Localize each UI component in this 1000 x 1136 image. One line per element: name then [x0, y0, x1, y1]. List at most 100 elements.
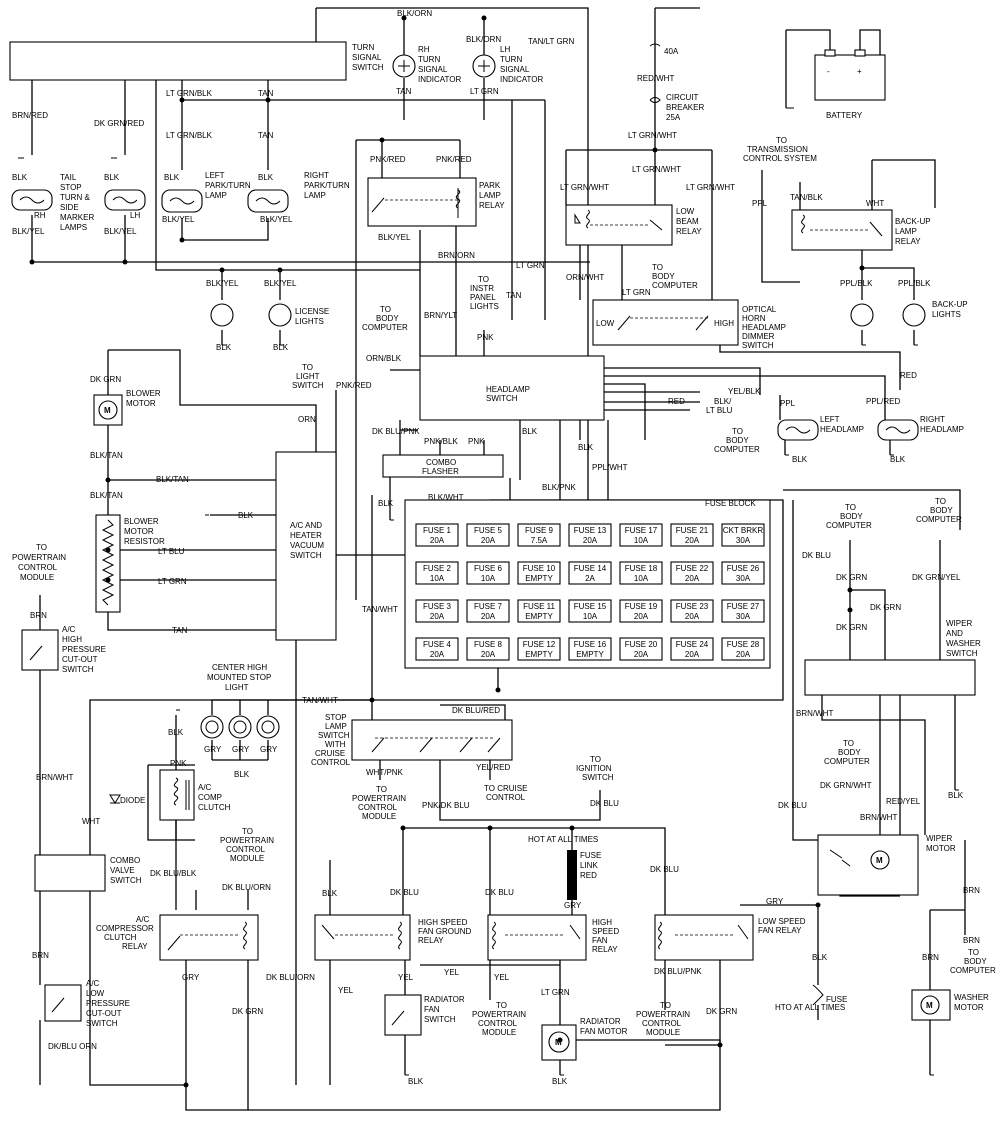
fuse-rating: 30A: [736, 536, 751, 545]
wire-label: PPL/WHT: [592, 463, 628, 472]
wire-label: LT GRN: [470, 87, 499, 96]
fuse-cell-frame: [415, 637, 459, 661]
wire-label: DK BLU/PNK: [372, 427, 420, 436]
wire-label: BRN/YLT: [424, 311, 457, 320]
license-light-2: [268, 303, 292, 327]
fuse-rating: EMPTY: [576, 650, 604, 659]
wire-label: LT GRN/WHT: [628, 131, 677, 140]
fuse-name: FUSE 12: [523, 640, 556, 649]
fuse-rating: 20A: [685, 612, 700, 621]
wire-label: BLK/ORN: [466, 35, 501, 44]
wire-label: WHT: [866, 199, 884, 208]
wire-label: RED/YEL: [886, 797, 921, 806]
wire-label: LT GRN: [541, 988, 570, 997]
wire-label: DK BLU/PNK: [654, 967, 702, 976]
wire-label: BLK: [12, 173, 28, 182]
wire-label: BLK/TAN: [90, 451, 123, 460]
fuse-rating: 20A: [430, 536, 445, 545]
wire-label: DK GRN: [836, 573, 867, 582]
wire-label: BLK: [164, 173, 180, 182]
fuse-rating: EMPTY: [525, 574, 553, 583]
fuse-rating: 20A: [736, 650, 751, 659]
wire-label: DK BLU: [778, 801, 807, 810]
wire-label: ORN: [298, 415, 316, 424]
wire-label: BLK/YEL: [104, 227, 137, 236]
wire-label: DK GRN/WHT: [820, 781, 872, 790]
wire-label: BLK: [812, 953, 828, 962]
wire-label: LT GRN/WHT: [632, 165, 681, 174]
wire-label: LT GRN/BLK: [166, 89, 213, 98]
fuse-name: FUSE 14: [574, 564, 607, 573]
wire-label: BLK/YEL: [12, 227, 45, 236]
wire-label: TAN: [506, 291, 522, 300]
wiper-motor: M: [817, 834, 919, 896]
wire-label: DK/BLU ORN: [48, 1042, 97, 1051]
fuse-rating: 20A: [583, 536, 598, 545]
hto-at-all-times-label: HTO AT ALL TIMES: [775, 1003, 845, 1012]
optical-horn-dimmer-switch: [592, 299, 739, 346]
fuse-cell: FUSE 97.5A: [517, 523, 561, 547]
fuse-block-title: FUSE BLOCK: [705, 499, 756, 508]
wire-label: BLK: [234, 770, 250, 779]
wire-label: BLK: [258, 173, 274, 182]
wire-label: BRN/WHT: [860, 813, 897, 822]
fuse-rating: 10A: [481, 574, 496, 583]
fuse-name: FUSE 3: [423, 602, 452, 611]
ac-heater-vacuum-switch-box: [275, 451, 337, 641]
stop-lamp-switch: [351, 719, 513, 761]
rh-turn-indicator-lamp: [392, 54, 416, 78]
fuse-cell-frame: [670, 523, 714, 547]
fuse-rating: 20A: [685, 650, 700, 659]
wire-label: DK BLU: [802, 551, 831, 560]
wire-label: GRY: [232, 745, 250, 754]
fuse-rating: 20A: [430, 650, 445, 659]
wire-label: DK GRN: [232, 1007, 263, 1016]
fuse-name: FUSE 15: [574, 602, 607, 611]
wire-label: BLK/YEL: [378, 233, 411, 242]
blower-motor-icon: M: [93, 394, 123, 426]
wire-label: DK GRN: [90, 375, 121, 384]
ac-compressor-clutch-relay: [159, 914, 259, 961]
fuse-cell-frame: [721, 523, 765, 547]
left-park-turn-lamp: [161, 189, 203, 213]
fuse-rating: 10A: [430, 574, 445, 583]
blower-motor-resistor: [95, 514, 121, 613]
wire-label: TAN/BLK: [790, 193, 823, 202]
wire-label: DK GRN/YEL: [912, 573, 961, 582]
wire-label: BLK: [552, 1077, 568, 1086]
svg-text:M: M: [104, 406, 111, 415]
fuse-cell-frame: [721, 637, 765, 661]
fuse-rating: 10A: [583, 612, 598, 621]
fuse-rating: 20A: [481, 612, 496, 621]
wire-label: LT GRN: [622, 288, 651, 297]
backup-light-1: [850, 303, 874, 327]
wire-label: DK BLU/RED: [452, 706, 500, 715]
fuse-name: FUSE 7: [474, 602, 503, 611]
